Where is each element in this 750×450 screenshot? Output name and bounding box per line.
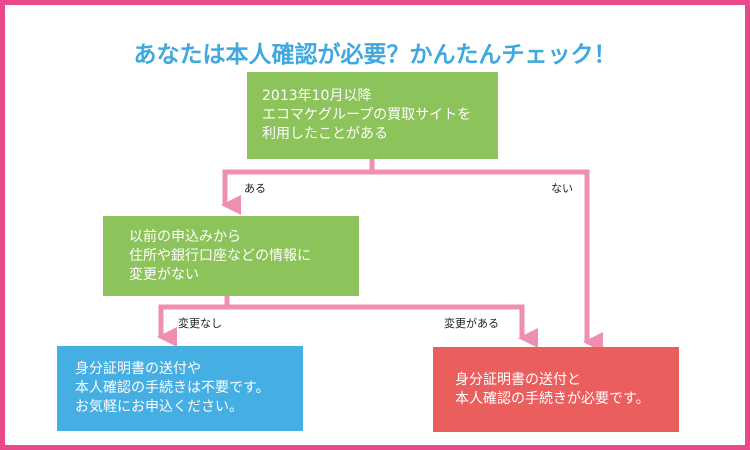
edge-label-no: ない <box>551 182 573 195</box>
node-start-line-2: エコマケグループの買取サイトを <box>262 107 472 123</box>
edge-label-no-change: 変更なし <box>178 317 222 330</box>
flowchart-title: あなたは本人確認が必要？かんたんチェック！ <box>133 42 617 68</box>
node-verification-not-required: 身分証明書の送付や 本人確認の手続きは不要です。 お気軽にお申込ください。 <box>57 346 303 431</box>
node-not-required-line-3: お気軽にお申込ください。 <box>75 399 243 415</box>
node-verification-required: 身分証明書の送付と 本人確認の手続きが必要です。 <box>433 347 679 432</box>
node-start-line-3: 利用したことがある <box>262 126 388 142</box>
node-prev-line-2: 住所や銀行口座などの情報に <box>129 247 311 264</box>
node-not-required-line-2: 本人確認の手続きは不要です。 <box>75 380 270 396</box>
node-previous-application-question: 以前の申込みから 住所や銀行口座などの情報に 変更がない <box>103 216 359 296</box>
connector-prev-has-change <box>227 304 538 348</box>
node-required-line-1: 身分証明書の送付と <box>455 371 581 388</box>
node-required-line-2: 本人確認の手続きが必要です。 <box>455 390 650 407</box>
connector-start-no <box>372 169 603 352</box>
node-not-required-line-1: 身分証明書の送付や <box>75 361 201 377</box>
edge-label-yes: ある <box>244 182 266 195</box>
node-start-line-1: 2013年10月以降 <box>262 88 372 104</box>
edge-label-has-change: 変更がある <box>444 317 499 330</box>
node-prev-line-1: 以前の申込みから <box>129 228 241 245</box>
connector-layer <box>157 154 603 352</box>
connector-prev-no-change <box>157 291 230 347</box>
node-start-question: 2013年10月以降 エコマケグループの買取サイトを 利用したことがある <box>247 72 498 159</box>
connector-start-stem <box>221 154 375 215</box>
node-prev-line-3: 変更がない <box>129 266 199 283</box>
